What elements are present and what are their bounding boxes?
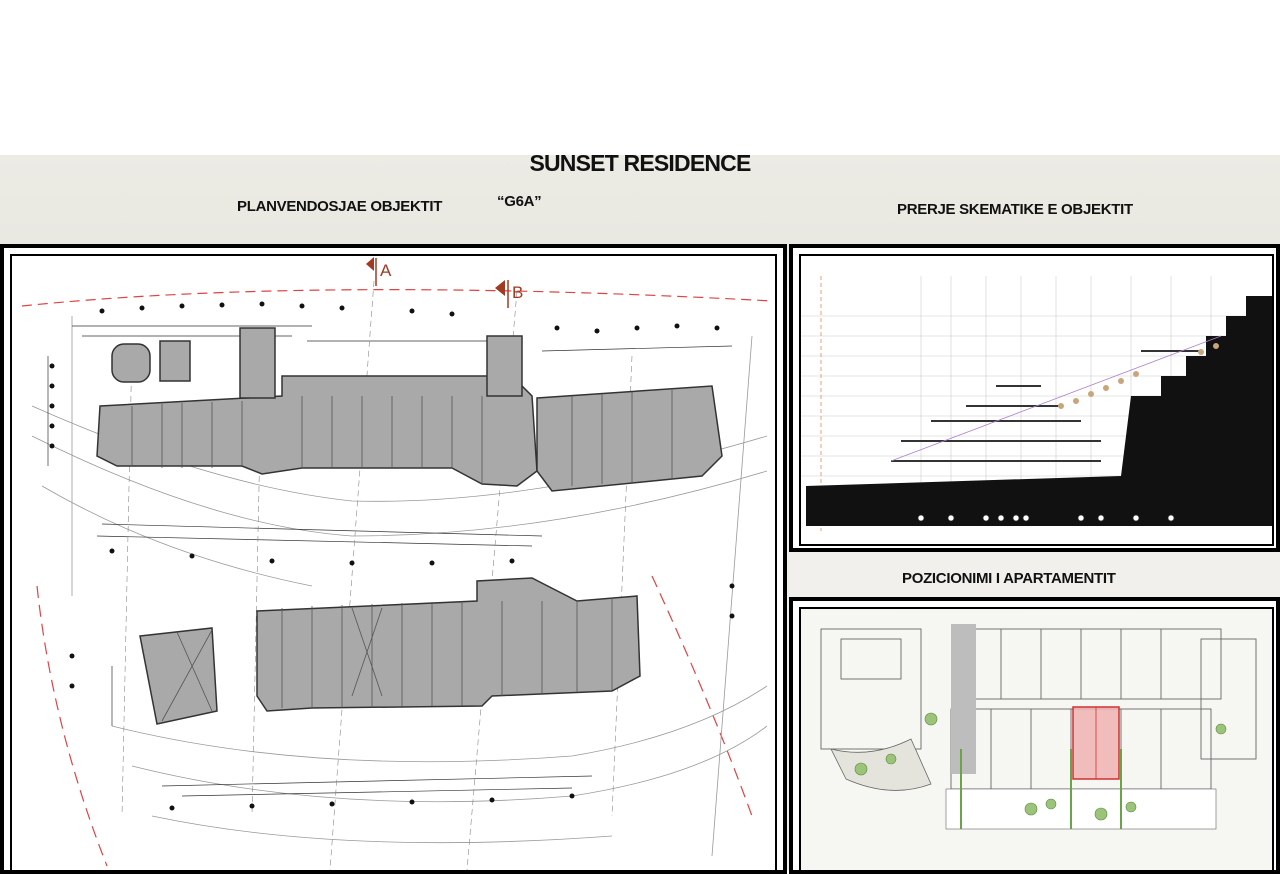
- apartment-position-frame: [789, 597, 1280, 874]
- section-a-arrow-icon: [366, 257, 374, 271]
- apartment-position-drawing: [799, 607, 1274, 872]
- apartment-position-svg: [801, 609, 1272, 870]
- section-drawing: [799, 254, 1274, 546]
- section-frame: [789, 244, 1280, 552]
- section-svg: [801, 276, 1272, 531]
- section-marker-a: A: [380, 261, 392, 280]
- position-label: POZICIONIMI I APARTAMENTIT: [902, 570, 1116, 587]
- section-marker-b: B: [512, 283, 523, 302]
- site-plan-drawing: A B: [10, 254, 777, 872]
- section-label: PRERJE SKEMATIKE E OBJEKTIT: [897, 201, 1133, 218]
- page-title: SUNSET RESIDENCE: [529, 150, 751, 176]
- site-plan-svg: A B: [21, 257, 773, 870]
- site-plan-label: PLANVENDOSJAE OBJEKTIT: [237, 198, 443, 215]
- building-code-label: “G6A”: [497, 193, 542, 210]
- section-b-arrow-icon: [495, 280, 505, 296]
- site-plan-frame: A B: [0, 244, 787, 874]
